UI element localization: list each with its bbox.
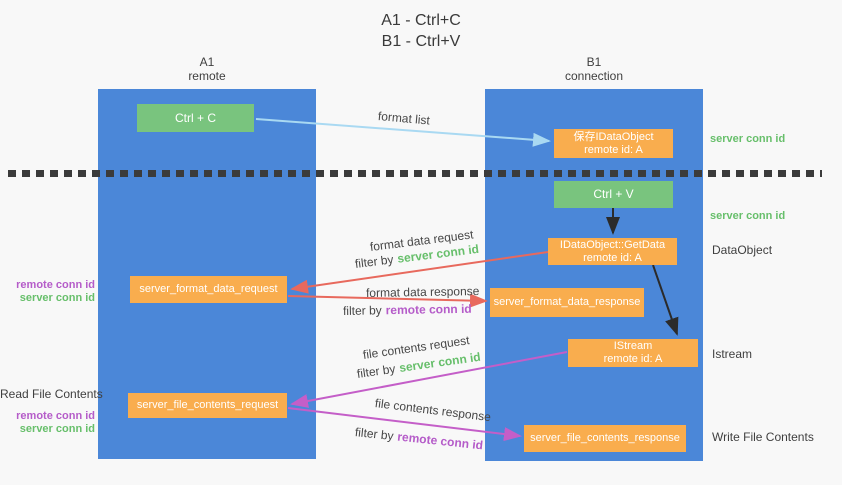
- node-istream-line2: remote id: A: [603, 353, 663, 365]
- column-b-header: B1 connection: [485, 55, 703, 83]
- read-file-contents-label: Read File Contents: [0, 387, 103, 401]
- server-conn-id-label: server conn id: [19, 423, 95, 435]
- node-getdata: IDataObject::GetData remote id: A: [548, 238, 677, 265]
- filter-key-remote-conn-id: remote conn id: [385, 301, 472, 318]
- istream-text: Istream: [712, 347, 753, 361]
- node-save-dataobject: 保存IDataObject remote id: A: [554, 129, 673, 158]
- node-file-request: server_file_contents_request: [128, 393, 287, 418]
- node-format-request: server_format_data_request: [130, 276, 287, 303]
- node-save-dataobject-line2: remote id: A: [584, 143, 643, 156]
- node-file-request-label: server_file_contents_request: [136, 399, 279, 411]
- node-ctrl-v: Ctrl + V: [554, 181, 673, 208]
- arrow-getdata-to-istream: [652, 264, 679, 336]
- write-file-contents-text: Write File Contents: [712, 430, 814, 444]
- server-conn-id-label: server conn id: [19, 292, 95, 304]
- dataobject-label: DataObject: [712, 244, 772, 258]
- arrow-format-data-response: [287, 293, 488, 308]
- istream-label: Istream: [712, 348, 752, 362]
- arrow-format-list: [255, 118, 551, 147]
- title-line-2: B1 - Ctrl+V: [381, 33, 461, 50]
- title-line-1: A1 - Ctrl+C: [381, 12, 461, 29]
- read-file-contents-title: Read File Contents: [0, 387, 103, 401]
- node-format-response: server_format_data_response: [490, 288, 644, 317]
- node-getdata-line2: remote id: A: [583, 251, 642, 264]
- column-a-id: A1: [199, 55, 215, 69]
- write-file-contents-label: Write File Contents: [712, 431, 814, 445]
- column-a-subtitle: remote: [188, 69, 226, 83]
- node-ctrl-c: Ctrl + C: [137, 104, 254, 132]
- node-ctrl-v-label: Ctrl + V: [593, 187, 634, 201]
- format-left-ids: remote conn id server conn id: [0, 279, 95, 305]
- node-istream-line1: IStream: [613, 340, 653, 352]
- node-ctrl-c-label: Ctrl + C: [174, 110, 216, 125]
- column-b-id: B1: [586, 55, 602, 69]
- arrow-file-contents-response: [287, 407, 522, 442]
- arrow-file-contents-request: [290, 351, 568, 408]
- column-b-subtitle: connection: [564, 69, 624, 83]
- filter-prefix: filter by: [342, 303, 382, 318]
- file-left-ids: remote conn id server conn id: [0, 410, 95, 436]
- node-file-response-label: server_file_contents_response: [530, 432, 680, 444]
- node-save-dataobject-line1: 保存IDataObject: [573, 130, 654, 143]
- node-format-request-label: server_format_data_request: [139, 283, 278, 295]
- remote-conn-id-label: remote conn id: [16, 410, 95, 422]
- server-conn-id-top: server conn id: [710, 133, 785, 146]
- arrow-format-data-request: [290, 251, 549, 294]
- server-conn-id-label: server conn id: [710, 210, 786, 222]
- node-getdata-line1: IDataObject::GetData: [559, 238, 666, 251]
- remote-conn-id-label: remote conn id: [16, 279, 95, 291]
- server-conn-id-label: server conn id: [710, 133, 786, 145]
- server-conn-id-mid: server conn id: [710, 210, 785, 223]
- node-file-response: server_file_contents_response: [524, 425, 686, 452]
- diagram-title: A1 - Ctrl+C B1 - Ctrl+V: [0, 10, 842, 52]
- dataobject-text: DataObject: [712, 243, 773, 257]
- session-divider: [8, 170, 822, 177]
- node-format-response-label: server_format_data_response: [493, 296, 641, 308]
- column-a-header: A1 remote: [98, 55, 316, 83]
- node-istream: IStream remote id: A: [568, 339, 698, 367]
- label-format-data-response: format data response: [365, 284, 480, 300]
